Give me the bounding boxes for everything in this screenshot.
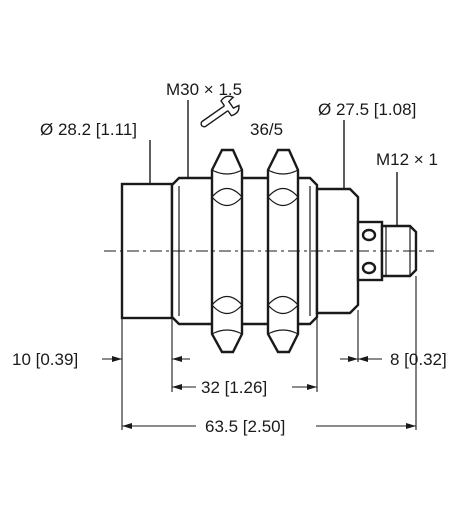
label-dim-thread: 32 [1.26] [201,378,267,397]
label-wrench-size: 36/5 [250,120,283,139]
wrench-icon [200,95,240,128]
label-dim-front: 10 [0.39] [12,350,78,369]
led-window [361,228,377,242]
label-dim-total: 63.5 [2.50] [205,417,285,436]
label-dim-rear: 8 [0.32] [390,350,447,369]
label-diameter-body: Ø 28.2 [1.11] [40,120,137,139]
label-connector: M12 × 1 [376,150,438,169]
label-diameter-rear: Ø 27.5 [1.08] [318,100,416,119]
label-thread: M30 × 1.5 [166,80,242,99]
led-window [361,261,377,275]
m12-connector [380,224,418,278]
